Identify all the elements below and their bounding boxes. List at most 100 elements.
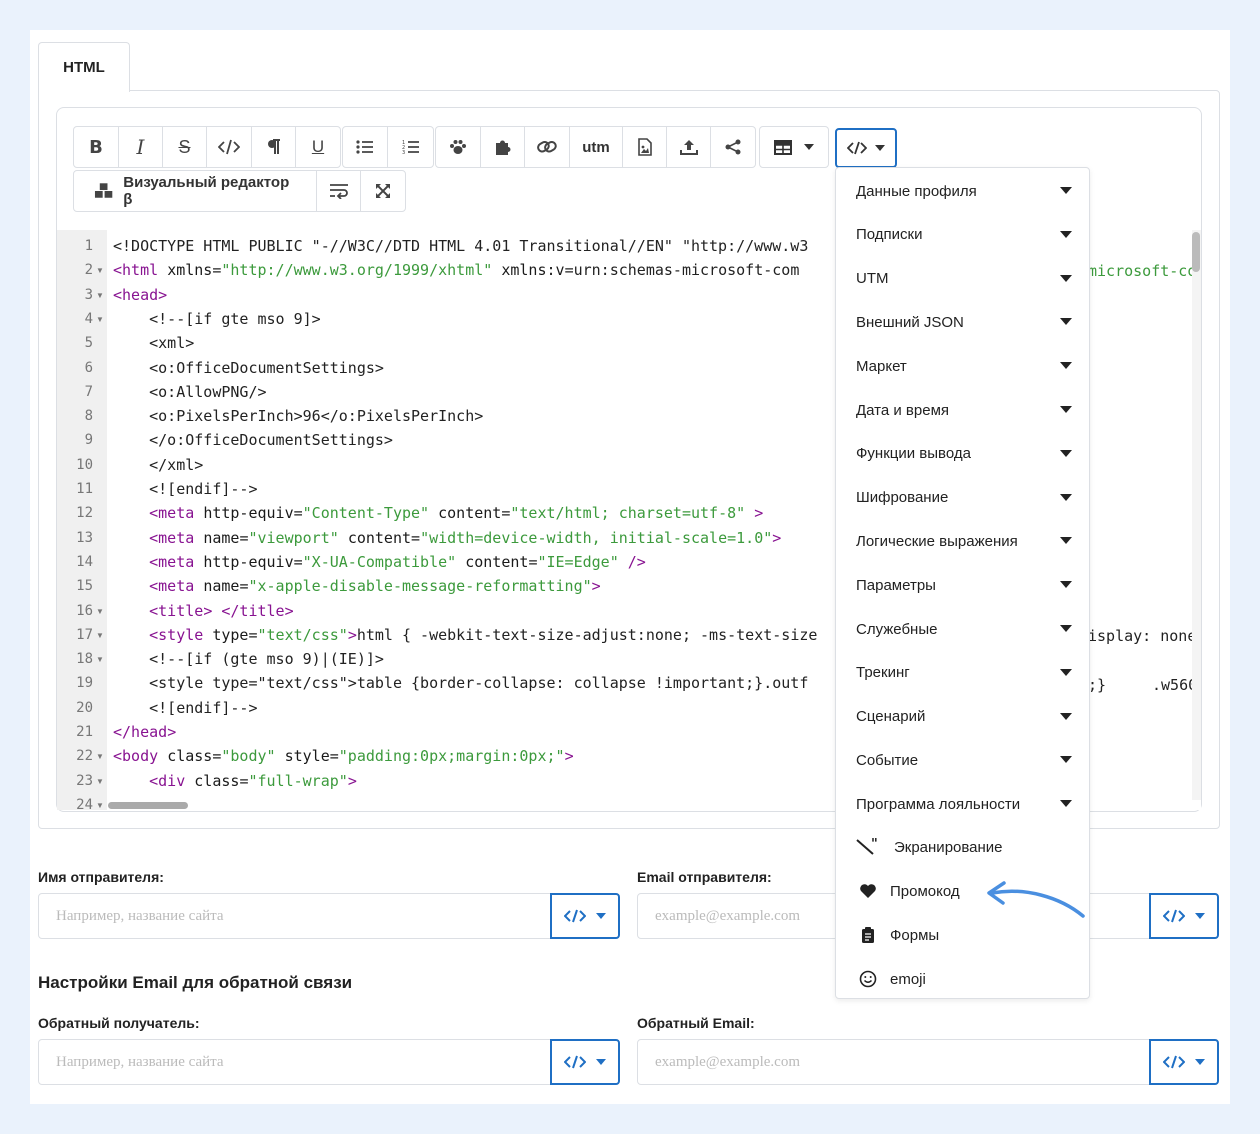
horizontal-scroll-thumb[interactable] [108,802,188,809]
strikethrough-button[interactable]: S [163,127,207,167]
chevron-down-icon [1195,913,1205,919]
reply-recipient-input[interactable]: Например, название сайта [38,1039,551,1085]
menu-item-submenu[interactable]: Внешний JSON [836,300,1091,344]
upload-button[interactable] [667,127,711,167]
expand-icon [376,184,390,198]
line-number: 14 [76,553,93,570]
code-line: <body class="body" style="padding:0px;ma… [113,747,574,766]
line-number: 8 [84,408,93,425]
bullet-list-button[interactable] [343,127,388,167]
menu-item-submenu[interactable]: Служебные [836,607,1091,651]
sender-name-code-button[interactable] [550,893,620,939]
code-tag-button[interactable] [207,127,252,167]
caret-down-icon [1060,274,1072,282]
menu-item-submenu[interactable]: Подписки [836,213,1091,257]
sender-email-label: Email отправителя: [637,869,772,885]
menu-item-forms[interactable]: Формы [836,913,1091,957]
fold-toggle-icon[interactable]: ▼ [96,655,104,665]
menu-item-label: Логические выражения [856,532,1018,550]
fold-toggle-icon[interactable]: ▼ [96,630,104,640]
sender-name-input[interactable]: Например, название сайта [38,893,551,939]
code-line: </o:OfficeDocumentSettings> [113,431,393,450]
fold-toggle-icon[interactable]: ▼ [96,314,104,324]
puzzle-button[interactable] [481,127,525,167]
line-number: 12 [76,505,93,522]
utm-button[interactable]: utm [570,127,623,167]
reply-recipient-code-button[interactable] [550,1039,620,1085]
line-number: 18 [76,651,93,668]
fullscreen-button[interactable] [361,171,405,211]
menu-item-label: Маркет [856,357,907,375]
italic-button[interactable]: I [119,127,163,167]
menu-item-label: Программа лояльности [856,795,1021,813]
menu-item-submenu[interactable]: UTM [836,257,1091,301]
fold-toggle-icon[interactable]: ▼ [96,800,104,810]
file-image-button[interactable] [623,127,667,167]
file-image-icon [637,138,652,156]
menu-item-submenu[interactable]: Данные профиля [836,169,1091,213]
menu-item-promocode[interactable]: Промокод [836,869,1091,913]
menu-item-submenu[interactable]: Маркет [836,344,1091,388]
menu-item-submenu[interactable]: Логические выражения [836,519,1091,563]
fold-toggle-icon[interactable]: ▼ [96,776,104,786]
menu-item-submenu[interactable]: Сценарий [836,695,1091,739]
line-number: 1 [84,238,93,254]
link-button[interactable] [525,127,570,167]
vertical-scrollbar[interactable] [1192,230,1201,800]
table-icon [774,139,792,155]
caret-down-icon [1060,756,1072,764]
underline-button[interactable]: U [311,137,325,156]
share-button[interactable] [711,127,755,167]
code-line: <!--[if (gte mso 9)|(IE)]> [113,650,384,669]
caret-down-icon [1060,230,1072,238]
reply-email-input[interactable]: example@example.com [637,1039,1150,1085]
caret-down-icon [1060,362,1072,370]
format-toolbar-group: B I S U [73,126,341,168]
tab-html[interactable]: HTML [38,42,130,92]
vertical-scroll-thumb[interactable] [1192,232,1200,272]
menu-item-label: Внешний JSON [856,313,964,331]
caret-down-icon [1060,537,1072,545]
chevron-down-icon [1195,1059,1205,1065]
code-line: <meta name="viewport" content="width=dev… [149,528,782,547]
code-line: <meta http-equiv="Content-Type" content=… [149,504,764,523]
fold-toggle-icon[interactable]: ▼ [96,290,104,300]
table-button[interactable] [760,127,828,167]
menu-item-submenu[interactable]: Функции вывода [836,432,1091,476]
fold-toggle-icon[interactable]: ▼ [96,752,104,762]
paragraph-button[interactable] [252,127,296,167]
line-number: 5 [84,335,93,352]
code-icon [218,139,240,155]
menu-item-submenu[interactable]: Трекинг [836,651,1091,695]
fold-toggle-icon[interactable]: ▼ [96,266,104,276]
line-number: 6 [84,359,93,376]
menu-item-submenu[interactable]: Шифрование [836,476,1091,520]
wrap-lines-button[interactable] [317,171,361,211]
menu-item-submenu[interactable]: Программа лояльности [836,782,1091,826]
paw-button[interactable] [436,127,481,167]
menu-item-submenu[interactable]: Дата и время [836,388,1091,432]
clipboard-icon [856,923,880,947]
code-insert-dropdown-button[interactable] [835,128,897,168]
sender-name-label: Имя отправителя: [38,869,164,885]
line-number: 15 [76,578,93,595]
sender-email-code-button[interactable] [1149,893,1219,939]
fold-toggle-icon[interactable]: ▼ [96,606,104,616]
menu-item-submenu[interactable]: Событие [836,738,1091,782]
reply-email-code-button[interactable] [1149,1039,1219,1085]
menu-item-escaping[interactable]: " Экранирование [836,825,1091,869]
code-overflow-text: microsoft-co [1088,262,1197,280]
menu-item-submenu[interactable]: Параметры [836,563,1091,607]
visual-editor-button[interactable]: Визуальный редактор β [74,171,317,211]
line-number: 22 [76,748,93,765]
chevron-down-icon [804,144,814,150]
code-overflow-text: ;} [1088,676,1107,694]
menu-item-emoji[interactable]: emoji [836,957,1091,1001]
caret-down-icon [1060,493,1072,501]
line-number: 4 [84,310,93,327]
bold-button[interactable]: B [74,127,119,167]
line-number: 20 [76,699,93,716]
caret-down-icon [1060,581,1072,589]
